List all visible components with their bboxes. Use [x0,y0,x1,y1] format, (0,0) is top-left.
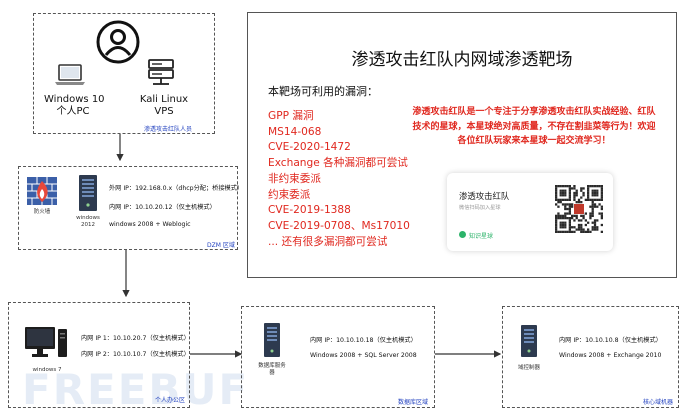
vuln-item: CVE-2019-1388 [268,204,351,217]
dmz-zone-label: DZM 区域 [207,242,235,249]
vuln-item: CVE-2019-0708、Ms17010 [268,219,410,232]
vuln-list: GPP 漏洞 MS14-068 CVE-2020-1472 Exchange 各… [268,109,410,250]
info-panel: 渗透攻击红队内网域渗透靶场 本靶场可利用的漏洞： GPP 漏洞 MS14-068… [247,12,677,278]
dmz-zone: 防火墙 windows 2012 外网 IP：192.168.0.x（dhcp分… [18,166,243,250]
user-icon [96,20,140,64]
vuln-header: 本靶场可利用的漏洞： [268,85,378,98]
dmz-server-label-2: 2012 [81,222,95,228]
core-ip: 内网 IP：10.10.10.8（仅主机模式） [559,337,662,344]
kali-sub-label: VPS [154,106,174,117]
kali-label: Kali Linux [139,94,189,105]
office-zone-label: 个人办公区 [155,397,186,404]
vuln-item: CVE-2020-1472 [268,141,351,154]
db-os: Windows 2008 + SQL Server 2008 [310,352,417,359]
dmz-server-icon [79,175,97,211]
firewall-icon [27,177,57,205]
vuln-item: Exchange 各种漏洞都可尝试 [268,157,408,170]
vuln-item: 非约束委派 [268,172,321,185]
qr-card-subtitle: 微信扫码加入星球 [459,205,501,211]
core-zone-label: 核心域机器 [643,399,674,406]
vuln-item: ... 还有很多漏洞都可尝试 [268,235,388,248]
vuln-item: 约束委派 [268,188,311,201]
panel-title: 渗透攻击红队内网域渗透靶场 [351,50,573,70]
office-ip2: 内网 IP 2：10.10.10.7（仅主机模式） [81,351,190,358]
office-pc-label: windows 7 [32,367,62,373]
office-zone: windows 7 内网 IP 1：10.10.20.7（仅主机模式） 内网 I… [8,302,190,408]
db-ip: 内网 IP：10.10.10.18（仅主机模式） [310,337,417,344]
db-server-label-1: 数据库服务 [258,363,286,369]
office-ip1: 内网 IP 1：10.10.20.7（仅主机模式） [81,335,190,342]
qr-code-icon [555,185,603,233]
laptop-icon [55,64,85,85]
dmz-int-ip: 内网 IP：10.10.20.12（仅主机模式） [109,204,216,211]
zsxq-logo-icon [459,231,466,238]
vuln-item: MS14-068 [268,125,322,138]
windows10-label: Windows 10 [44,94,105,105]
attacker-zone-label: 渗透攻击红队人员 [144,126,193,133]
domain-controller-icon [521,325,537,357]
qr-card: 渗透攻击红队 微信扫码加入星球 知识星球 [447,173,613,251]
windows10-sub-label: 个人PC [56,106,90,117]
vuln-item: GPP 漏洞 [268,110,314,122]
db-server-label-2: 器 [269,370,275,376]
db-zone-label: 数据库区域 [398,399,429,406]
database-zone: 数据库服务 器 内网 IP：10.10.10.18（仅主机模式） Windows… [241,306,435,408]
database-server-icon [264,323,280,357]
vps-server-icon [148,59,174,85]
attacker-zone: Windows 10 个人PC Kali Linux VPS 渗透攻击红队人员 [33,13,215,134]
dmz-os: windows 2008 + Weblogic [109,221,191,228]
qr-card-title: 渗透攻击红队 [459,191,510,201]
dmz-server-label-1: windows [76,215,100,221]
firewall-label: 防火墙 [33,209,51,215]
desktop-pc-icon [25,327,67,357]
qr-card-brand: 知识星球 [469,233,494,240]
core-domain-zone: 域控制器 内网 IP：10.10.10.8（仅主机模式） Windows 200… [502,306,679,408]
domain-controller-label: 域控制器 [517,365,540,371]
core-os: Windows 2008 + Exchange 2010 [559,352,662,359]
freebuf-watermark: FREEBUF [22,365,250,414]
promo-text: 渗透攻击红队是一个专注于分享渗透攻击红队实战经验、红队技术的星球，本星球绝对高质… [412,107,656,146]
dmz-ext-ip: 外网 IP：192.168.0.x（dhcp分配；桥接模式） [109,185,244,192]
